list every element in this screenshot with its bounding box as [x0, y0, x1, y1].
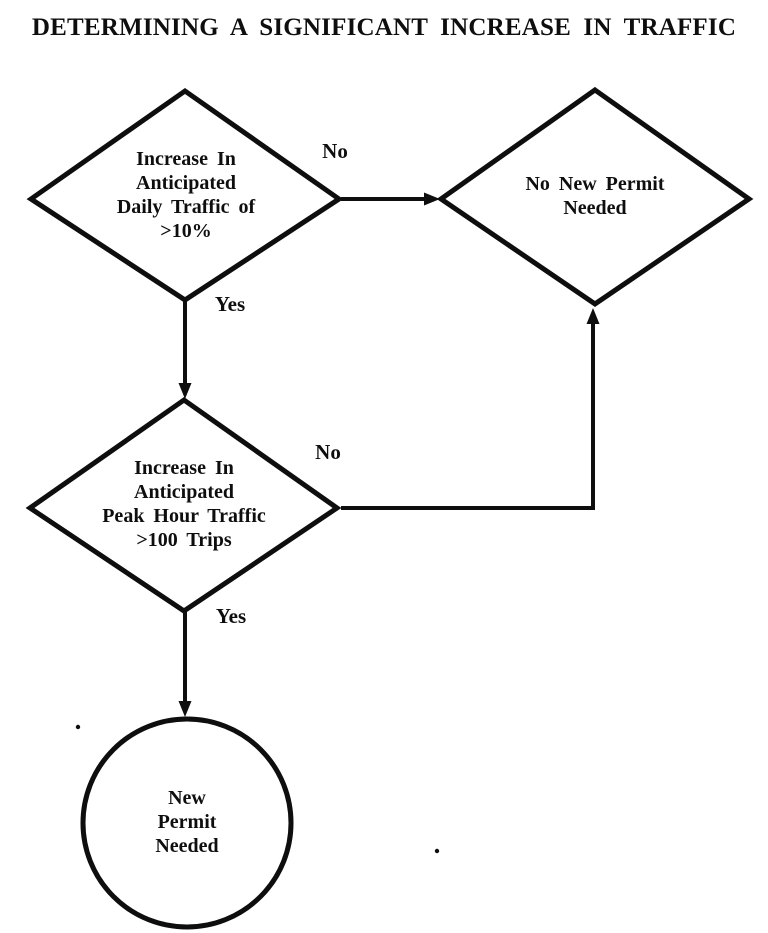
node-label-no-new-permit: No New Permit Needed	[525, 173, 665, 219]
arrowhead-down-icon	[178, 383, 192, 399]
node-label-new-permit: New Permit Needed	[155, 787, 219, 857]
arrowhead-up-icon	[586, 308, 600, 324]
diamond-no-new-permit	[436, 86, 754, 308]
diamond-daily-traffic-decision	[26, 87, 344, 303]
arrowhead-down-icon	[178, 701, 192, 717]
node-label-daily-traffic-decision: Increase In Anticipated Daily Traffic of…	[116, 148, 256, 242]
scan-speck	[434, 848, 440, 854]
scan-speck	[75, 724, 81, 730]
edge-label-peak-yes: Yes	[215, 604, 247, 628]
page-title: DETERMINING A SIGNIFICANT INCREASE IN TR…	[31, 14, 737, 41]
circle-new-permit	[80, 716, 294, 930]
node-label-peak-hour-decision: Increase In Anticipated Peak Hour Traffi…	[102, 457, 266, 551]
edge-peak-no-line	[341, 323, 595, 510]
diamond-peak-hour-decision	[25, 396, 342, 615]
edge-label-daily-no: No	[322, 139, 348, 163]
edge-label-daily-yes: Yes	[214, 292, 246, 316]
edge-label-peak-no: No	[315, 440, 341, 464]
arrowhead-right-icon	[424, 192, 440, 206]
